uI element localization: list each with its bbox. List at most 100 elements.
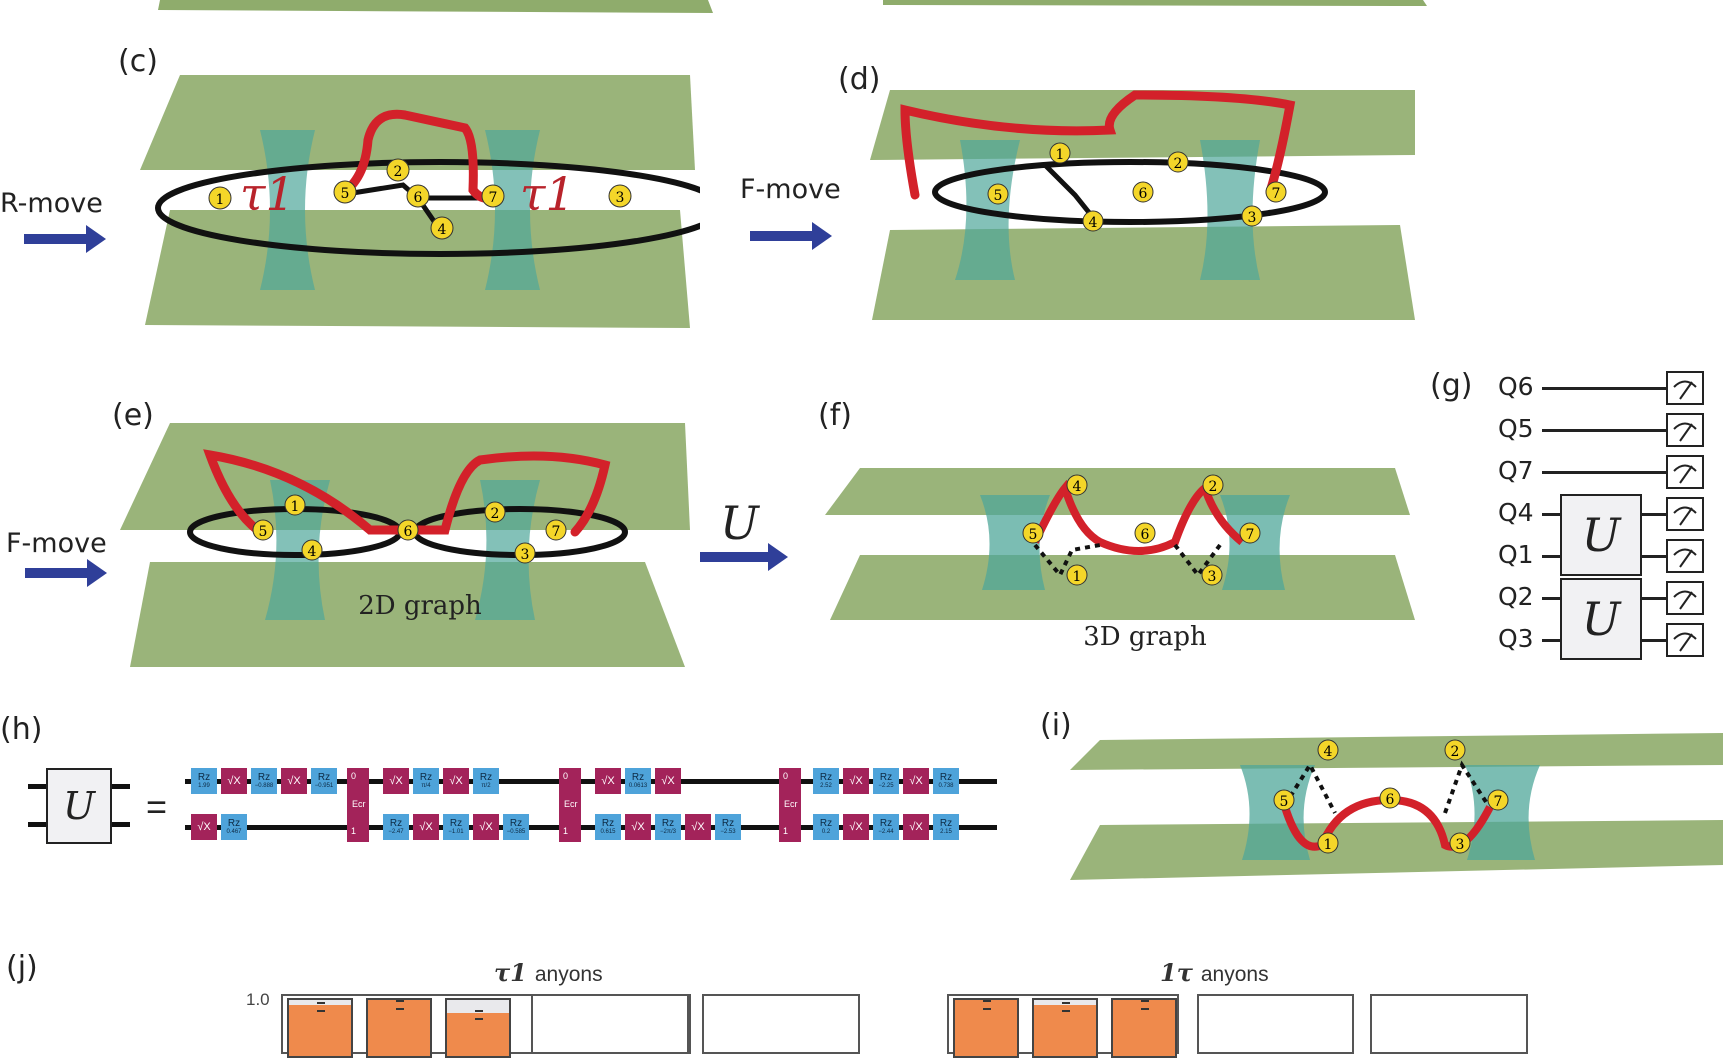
- rz-gate: Rz−1.01: [443, 814, 469, 840]
- svg-text:2: 2: [1451, 744, 1460, 760]
- wormhole-right: [1200, 140, 1260, 280]
- svg-text:6: 6: [404, 524, 413, 540]
- rz-gate: Rz−2.44: [873, 814, 899, 840]
- panel-e-label: (e): [112, 398, 154, 433]
- sqrt-x-gate: √X: [443, 768, 469, 794]
- sqrt-x-gate: √X: [281, 768, 307, 794]
- graph-nodes: 1 2 3 4 5 6 7: [1273, 739, 1509, 854]
- chart-box-tau1-3: [702, 994, 860, 1054]
- svg-text:5: 5: [341, 186, 350, 202]
- lower-plane: [830, 555, 1415, 620]
- measurement-meter-icon: [1666, 413, 1704, 447]
- svg-text:1: 1: [1056, 147, 1065, 163]
- svg-text:2: 2: [1174, 156, 1183, 172]
- qubit-wire-top: [185, 779, 997, 784]
- svg-text:4: 4: [438, 222, 447, 238]
- svg-text:2: 2: [491, 506, 500, 522]
- svg-text:2: 2: [1209, 479, 1218, 495]
- svg-text:6: 6: [1139, 186, 1148, 202]
- error-bar: [396, 1000, 404, 1010]
- u-arrow-label: U: [720, 496, 759, 550]
- svg-text:3: 3: [1208, 569, 1217, 585]
- error-bar: [475, 1009, 483, 1020]
- panel-d-label: (d): [838, 62, 881, 97]
- error-bar: [1141, 1000, 1149, 1010]
- svg-text:7: 7: [1272, 186, 1281, 202]
- svg-text:2: 2: [394, 164, 403, 180]
- dashed-graph-edges: [1033, 543, 1222, 579]
- svg-text:3: 3: [521, 547, 530, 563]
- graph-nodes: 1 2 3 4 5 6 7: [208, 158, 632, 240]
- top-cropped-planes: [158, 0, 1427, 13]
- panel-g-label: (g): [1430, 368, 1473, 403]
- wormhole-left: [265, 480, 330, 620]
- lower-plane: [1070, 820, 1723, 880]
- rz-gate: Rz−2π/3: [655, 814, 681, 840]
- svg-text:5: 5: [1029, 527, 1038, 543]
- graph-caption: 3D graph: [1083, 622, 1207, 652]
- graph-loop: [932, 159, 1328, 225]
- qubit-label-q5: Q5: [1498, 414, 1534, 443]
- dashed-graph-edges: [1283, 760, 1490, 814]
- arrow-right-icon: [24, 225, 106, 253]
- sqrt-x-gate: √X: [191, 814, 217, 840]
- svg-text:5: 5: [1280, 794, 1289, 810]
- sqrt-x-gate: √X: [221, 768, 247, 794]
- chart-box-1tau-3: [1370, 994, 1528, 1054]
- upper-plane: [140, 75, 695, 170]
- arrow-right-icon: [750, 222, 832, 250]
- lower-plane: [872, 225, 1415, 320]
- arrow-right-icon: [25, 559, 107, 587]
- u-input-wire-bottom: [28, 822, 46, 827]
- unitary-box: U: [46, 768, 112, 844]
- svg-text:3: 3: [1456, 837, 1465, 853]
- svg-text:7: 7: [1494, 794, 1503, 810]
- qubit-label-q2: Q2: [1498, 582, 1534, 611]
- panel-e-graphic: 2D graph 1 2 3 4 5 6 7: [120, 423, 690, 667]
- panel-f-graphic: 3D graph 1 2 3 4 5 6 7: [825, 468, 1415, 652]
- title-text-right: anyons: [1200, 963, 1269, 986]
- anyon-string: [1031, 479, 1245, 555]
- error-bar: [317, 1002, 325, 1013]
- panel-c-graphic: τ1 τ1 1 2 3 4 5 6 7: [140, 75, 700, 328]
- wormhole-right: [1465, 765, 1540, 860]
- rz-gate: Rz−2.47: [383, 814, 409, 840]
- bar-tau1-2: [366, 998, 432, 1058]
- sqrt-x-gate: √X: [843, 768, 869, 794]
- f-move-label-e: F-move: [6, 528, 107, 559]
- measurement-meter-icon: [1666, 623, 1704, 657]
- panel-d-graphic: 1 2 3 4 5 6 7: [870, 90, 1415, 320]
- rz-gate: Rz−0.585: [503, 814, 529, 840]
- svg-text:1: 1: [1073, 569, 1082, 585]
- svg-text:3: 3: [1248, 210, 1257, 226]
- upper-plane: [120, 423, 690, 530]
- qubit-label-q1: Q1: [1498, 540, 1534, 569]
- qubit-label-q3: Q3: [1498, 624, 1534, 653]
- svg-text:7: 7: [489, 190, 498, 206]
- qubit-wire: [1542, 429, 1666, 432]
- arrow-right-icon: [700, 543, 788, 571]
- svg-text:1: 1: [1324, 837, 1333, 853]
- sqrt-x-gate: √X: [903, 814, 929, 840]
- qubit-label-q7: Q7: [1498, 456, 1534, 485]
- sqrt-x-gate: √X: [413, 814, 439, 840]
- anyon-string: [203, 449, 611, 537]
- measurement-meter-icon: [1666, 497, 1704, 531]
- plane-a-bottom: [158, 0, 713, 13]
- sqrt-x-gate: √X: [473, 814, 499, 840]
- title-math-left: τ1: [494, 958, 527, 987]
- error-bar: [1062, 1002, 1070, 1013]
- svg-text:5: 5: [259, 524, 268, 540]
- graph-nodes: 1 2 3 4 5 6 7: [987, 142, 1287, 232]
- panel-c-label: (c): [118, 44, 158, 79]
- rz-gate: Rz−2.53: [715, 814, 741, 840]
- lower-plane: [130, 562, 685, 667]
- svg-text:1: 1: [216, 192, 225, 208]
- chart-box-1tau-2: [1197, 994, 1354, 1054]
